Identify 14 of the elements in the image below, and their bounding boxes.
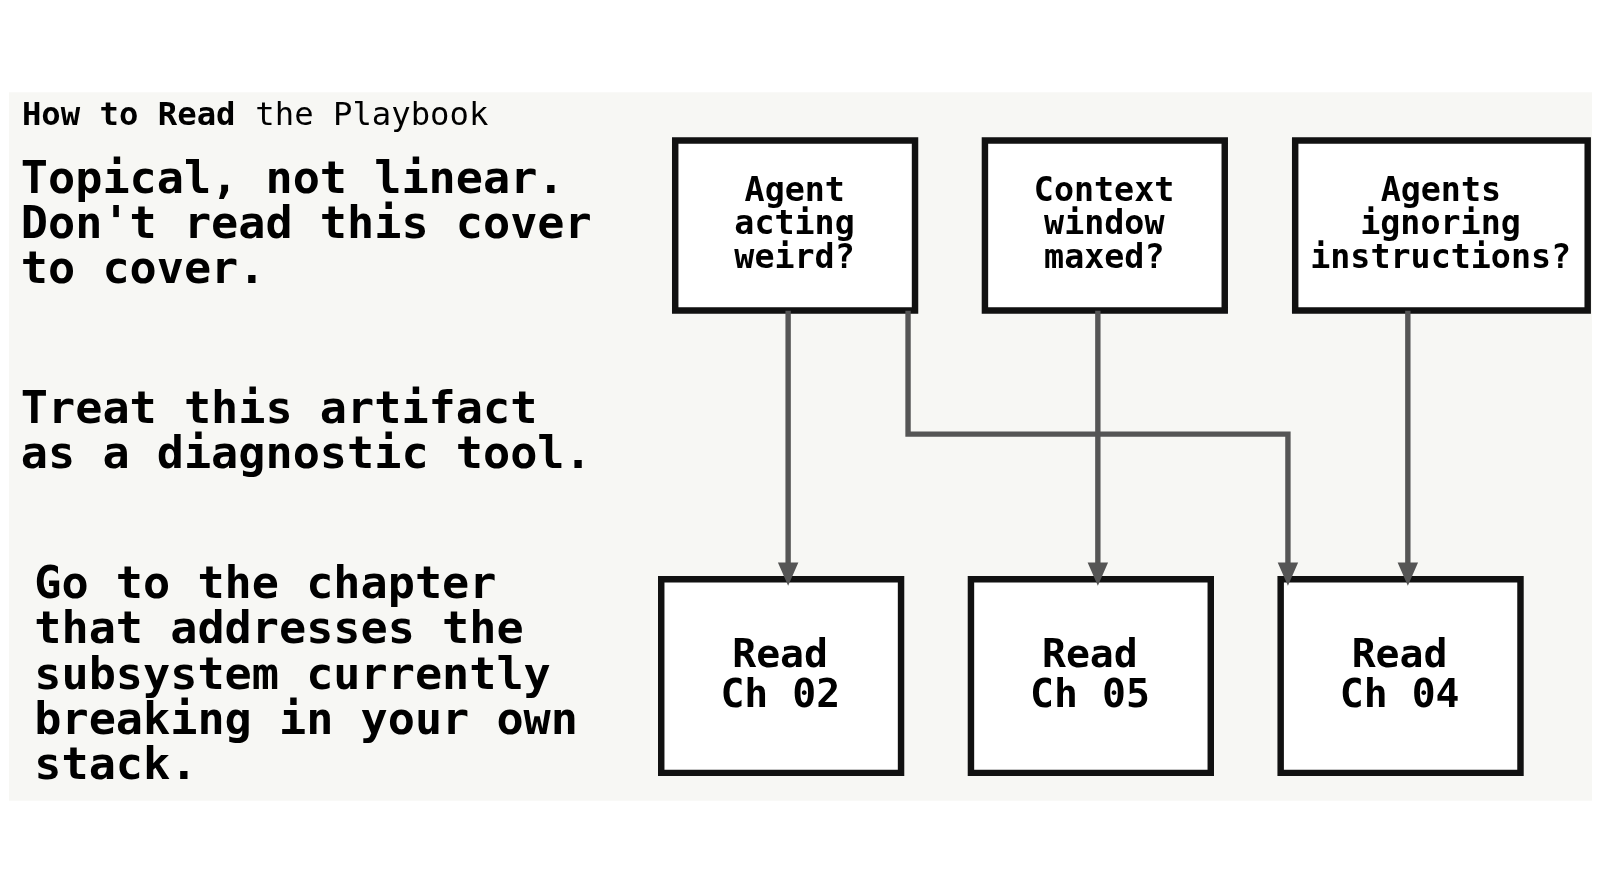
- node-box: Read Ch 04: [1276, 576, 1524, 777]
- arrow: [1087, 310, 1108, 586]
- node-box: Read Ch 02: [657, 576, 904, 777]
- diagram-title: How to Read the Playbook: [21, 95, 488, 134]
- node-box: Context window maxed?: [981, 137, 1228, 314]
- arrow: [1397, 310, 1418, 586]
- node-box: Agents ignoring instructions?: [1291, 137, 1591, 314]
- node-box: Read Ch 05: [967, 576, 1214, 777]
- arrow: [904, 310, 1298, 586]
- label: Topical, not linear. Don't read this cover to cover.: [20, 150, 592, 295]
- label: Go to the chapter that addresses the subsystem currently breaking in your own stack.: [33, 556, 578, 790]
- arrow: [777, 310, 798, 586]
- node-box: Agent acting weird?: [671, 137, 918, 314]
- label: Treat this artifact as a diagnostic tool.: [20, 380, 592, 480]
